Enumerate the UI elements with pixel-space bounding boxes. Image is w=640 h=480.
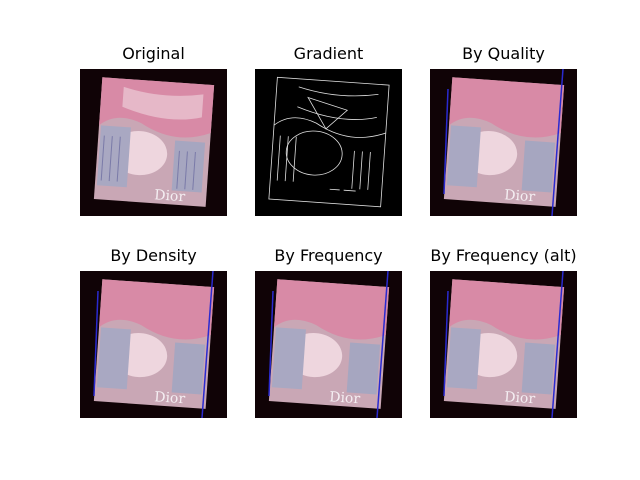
by-frequency-alt-image: Dior	[430, 271, 577, 418]
by-density-image: Dior	[80, 271, 227, 418]
panel-title: Gradient	[293, 44, 364, 63]
watermark-text: Dior	[329, 389, 361, 407]
gradient-image	[255, 69, 402, 216]
watermark-text: Dior	[154, 187, 186, 205]
panel-title: By Quality	[462, 44, 545, 63]
watermark-text: Dior	[504, 187, 536, 205]
panel-title: By Frequency	[274, 246, 383, 265]
panel-title: Original	[122, 44, 185, 63]
panel-title: By Density	[110, 246, 197, 265]
watermark-text: Dior	[504, 389, 536, 407]
by-quality-image: Dior	[430, 69, 577, 216]
watermark-text: Dior	[154, 389, 186, 407]
original-image: Dior	[80, 69, 227, 216]
by-frequency-image: Dior	[255, 271, 402, 418]
panel-title: By Frequency (alt)	[430, 246, 577, 265]
